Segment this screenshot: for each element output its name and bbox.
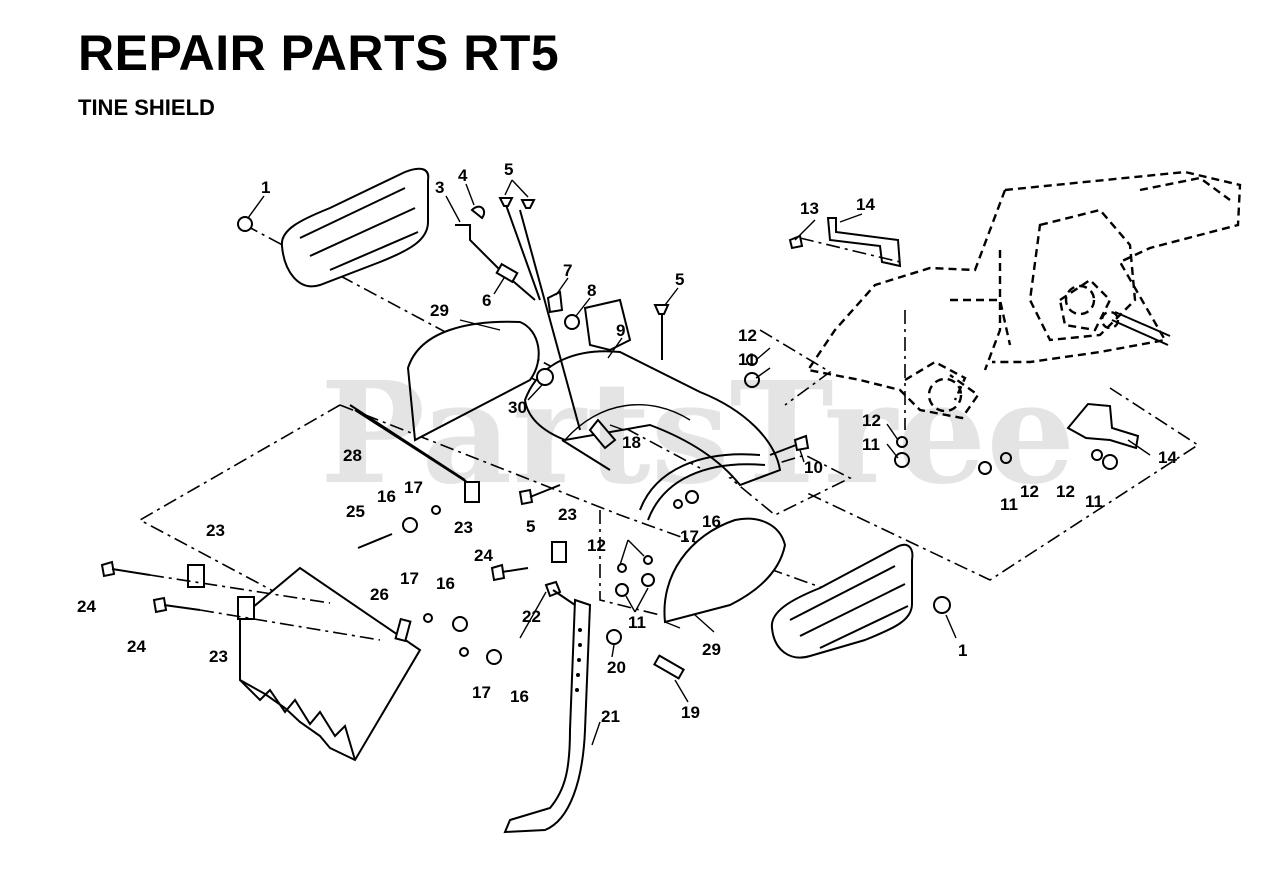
callout-11-a: 11: [738, 350, 756, 369]
callout-11-e: 11: [628, 613, 646, 632]
callout-26: 26: [370, 585, 389, 604]
callout-9: 9: [616, 321, 625, 340]
tine-hood-9: [523, 298, 782, 487]
callout-14-top: 14: [856, 195, 875, 214]
callout-28: 28: [343, 446, 362, 465]
leader-lines: [247, 179, 1151, 746]
callout-1-top: 1: [261, 178, 270, 197]
callout-29-lower: 29: [702, 640, 721, 659]
callout-16-a: 16: [377, 487, 396, 506]
callout-5-lower: 5: [526, 517, 535, 536]
callout-16-c: 16: [510, 687, 529, 706]
callout-6: 6: [482, 291, 491, 310]
callout-29-upper: 29: [430, 301, 449, 320]
callout-10: 10: [804, 458, 823, 477]
callout-30: 30: [508, 398, 527, 417]
callout-11-d: 11: [1085, 492, 1103, 511]
callout-8: 8: [587, 281, 596, 300]
callout-23-a: 23: [454, 518, 473, 537]
callout-17-d: 17: [680, 527, 699, 546]
callout-4: 4: [458, 166, 468, 185]
callout-21: 21: [601, 707, 620, 726]
page-subtitle: TINE SHIELD: [78, 95, 215, 120]
flap-left: [239, 566, 422, 762]
callout-16-d: 16: [702, 512, 721, 531]
callout-24-c: 24: [127, 637, 146, 656]
callout-3: 3: [435, 178, 444, 197]
bracket-14-upper: [826, 217, 902, 268]
page-title: REPAIR PARTS RT5: [78, 25, 560, 81]
callout-16-b: 16: [436, 574, 455, 593]
callout-23-b: 23: [558, 505, 577, 524]
tiller-frame-outline: [805, 170, 1242, 420]
side-plate-right: [770, 543, 914, 659]
callout-18: 18: [622, 433, 641, 452]
callout-12-a: 12: [738, 326, 757, 345]
side-plate-left: [280, 167, 430, 288]
callout-12-c: 12: [1020, 482, 1039, 501]
callout-19: 19: [681, 703, 700, 722]
callout-12-b: 12: [862, 411, 881, 430]
shield-disc-29-upper: [406, 320, 540, 442]
callout-5-mid: 5: [675, 270, 684, 289]
callout-13: 13: [800, 199, 819, 218]
bracket-14-lower: [1066, 402, 1140, 450]
callout-23-d: 23: [209, 647, 228, 666]
callout-24-b: 24: [77, 597, 96, 616]
callout-22: 22: [522, 607, 541, 626]
callout-11-c: 11: [1000, 495, 1018, 514]
callout-25: 25: [346, 502, 365, 521]
shield-disc-29-lower: [663, 517, 787, 629]
depth-bar-21: [503, 598, 592, 834]
callout-20: 20: [607, 658, 626, 677]
callout-17-c: 17: [472, 683, 491, 702]
callout-12-e: 12: [587, 536, 606, 555]
callout-24-a: 24: [474, 546, 493, 565]
hardware: [100, 197, 1118, 680]
rod-28: [349, 404, 471, 485]
callout-labels: 1 1 3 4 5 5 5 5 6 7 8 9 10 11 11 11 11 1…: [77, 160, 1177, 726]
callout-17-b: 17: [400, 569, 419, 588]
callout-23-c: 23: [206, 521, 225, 540]
callout-14-right: 14: [1158, 448, 1177, 467]
callout-11-b: 11: [862, 435, 880, 454]
callout-12-d: 12: [1056, 482, 1075, 501]
callout-1-right: 1: [958, 641, 967, 660]
callout-5-top: 5: [504, 160, 513, 179]
callout-17-a: 17: [404, 478, 423, 497]
callout-7: 7: [563, 261, 572, 280]
